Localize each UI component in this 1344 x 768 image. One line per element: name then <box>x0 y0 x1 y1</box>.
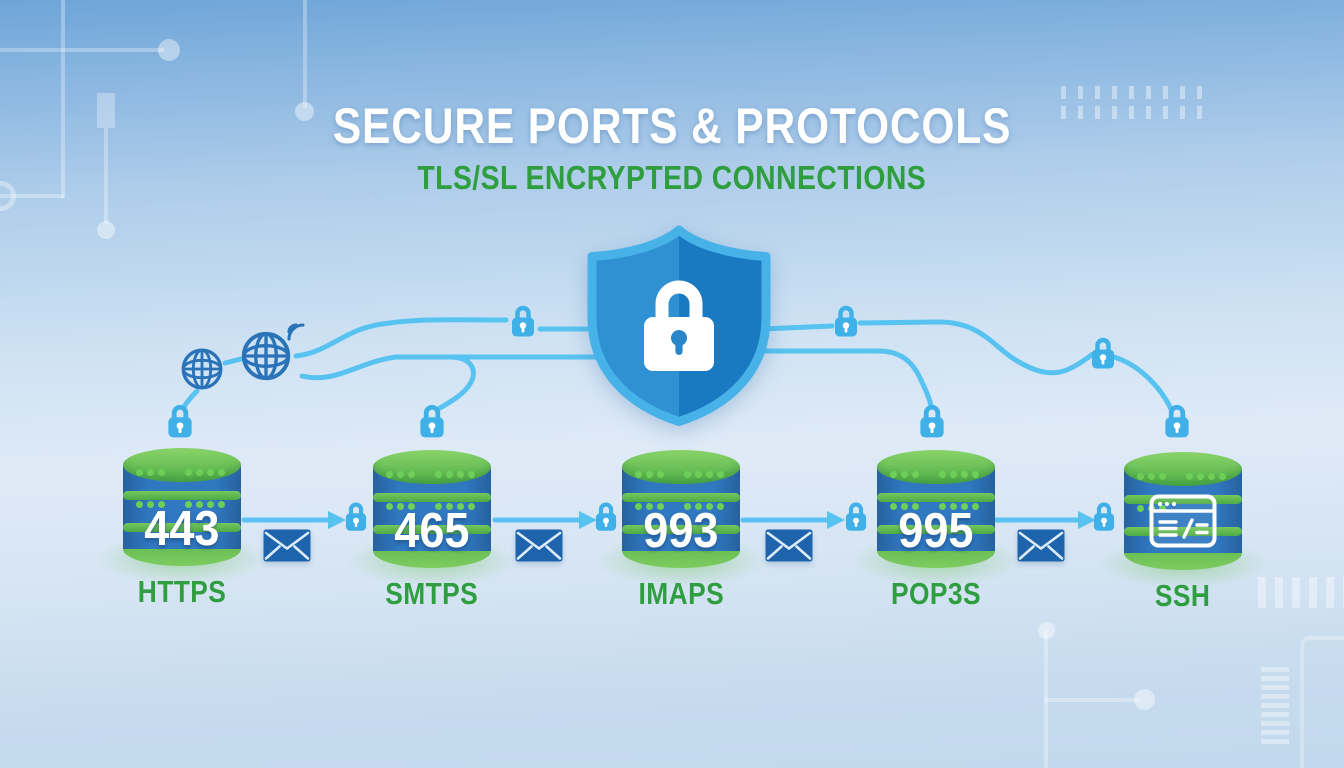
led-dots <box>136 501 165 508</box>
led-dots <box>386 471 415 478</box>
arrow-head <box>827 511 845 529</box>
padlock-icon <box>1089 335 1117 371</box>
led-dots <box>1186 473 1226 480</box>
circuit-line <box>61 0 65 198</box>
outline-decoration <box>1300 636 1344 768</box>
arrow-head <box>579 511 597 529</box>
circuit-line <box>1044 630 1048 768</box>
padlock-icon <box>165 402 195 440</box>
led-dots <box>1137 473 1166 480</box>
protocol-label: SMTPS <box>385 576 479 611</box>
database-icon: 465 <box>343 450 521 588</box>
database-icon: 443 <box>93 448 271 586</box>
led-dots <box>386 503 415 510</box>
dash-decoration <box>1061 106 1202 119</box>
connection-curve <box>1111 354 1174 412</box>
circuit-node <box>1038 622 1055 639</box>
connection-curve <box>222 356 244 366</box>
service-https: 443 HTTPS <box>82 448 282 609</box>
led-dots <box>939 503 979 510</box>
connection-curve <box>759 348 934 408</box>
page-subtitle: TLS/SL ENCRYPTED CONNECTIONS <box>0 160 1344 196</box>
padlock-icon <box>509 303 537 339</box>
protocol-label: HTTPS <box>137 574 227 609</box>
service-imaps: 993 IMAPS <box>581 450 781 611</box>
service-smtps: 465 SMTPS <box>332 450 532 611</box>
title-text: SECURE PORTS & PROTOCOLS <box>332 98 1012 154</box>
circuit-node <box>158 39 180 61</box>
service-ssh: SSH <box>1083 452 1283 613</box>
padlock-icon <box>843 500 869 533</box>
shield-lock-icon <box>587 225 771 426</box>
led-dots <box>890 503 919 510</box>
globe-icon <box>240 330 292 382</box>
padlock-icon <box>1162 402 1192 440</box>
protocol-label: SSH <box>1155 578 1211 613</box>
shield-padlock-shackle <box>655 280 703 320</box>
led-dots <box>136 469 165 476</box>
led-dots <box>435 503 475 510</box>
padlock-icon <box>593 500 619 533</box>
protocol-label: POP3S <box>890 576 981 611</box>
ladder-decoration <box>1261 667 1289 744</box>
circuit-line <box>0 194 64 198</box>
led-dots <box>635 503 664 510</box>
padlock-icon <box>832 303 860 339</box>
led-dots <box>185 469 225 476</box>
subtitle-text: TLS/SL ENCRYPTED CONNECTIONS <box>417 159 927 196</box>
led-dots <box>185 501 225 508</box>
port-number: 993 <box>643 504 719 558</box>
led-dots <box>684 471 724 478</box>
circuit-line <box>303 0 307 108</box>
connection-curve <box>759 323 835 332</box>
circuit-node <box>295 102 314 121</box>
padlock-icon <box>917 402 947 440</box>
connection-curve <box>437 354 476 411</box>
port-number: 443 <box>144 502 220 556</box>
connection-curve <box>181 388 200 410</box>
padlock-icon <box>343 500 369 533</box>
connection-curve <box>857 319 1096 376</box>
service-pop3s: 995 POP3S <box>836 450 1036 611</box>
connection-curve <box>299 354 601 381</box>
circuit-node <box>1134 689 1155 710</box>
dash-decoration <box>1061 86 1202 99</box>
page-title: SECURE PORTS & PROTOCOLS <box>0 100 1344 152</box>
circuit-line <box>104 128 108 224</box>
wifi-icon <box>287 323 305 341</box>
padlock-icon <box>1091 500 1117 533</box>
circuit-line <box>1044 698 1140 702</box>
led-dots <box>435 471 475 478</box>
arrow-head <box>1078 511 1096 529</box>
terminal-window-icon <box>1149 494 1217 548</box>
globe-icon <box>180 347 224 391</box>
database-icon: 995 <box>847 450 1025 588</box>
database-icon <box>1094 452 1272 590</box>
database-icon: 993 <box>592 450 770 588</box>
circuit-node <box>0 181 16 211</box>
led-dots <box>890 471 919 478</box>
protocol-label: IMAPS <box>638 576 724 611</box>
port-number: 465 <box>394 504 470 558</box>
connection-curve <box>293 317 509 359</box>
padlock-icon <box>417 402 447 440</box>
port-number: 995 <box>898 504 974 558</box>
led-dots <box>939 471 979 478</box>
circuit-line <box>0 48 164 52</box>
circuit-node <box>97 221 115 239</box>
led-dots <box>684 503 724 510</box>
led-dots <box>635 471 664 478</box>
arrow-head <box>328 511 346 529</box>
circuit-chip <box>97 93 115 128</box>
